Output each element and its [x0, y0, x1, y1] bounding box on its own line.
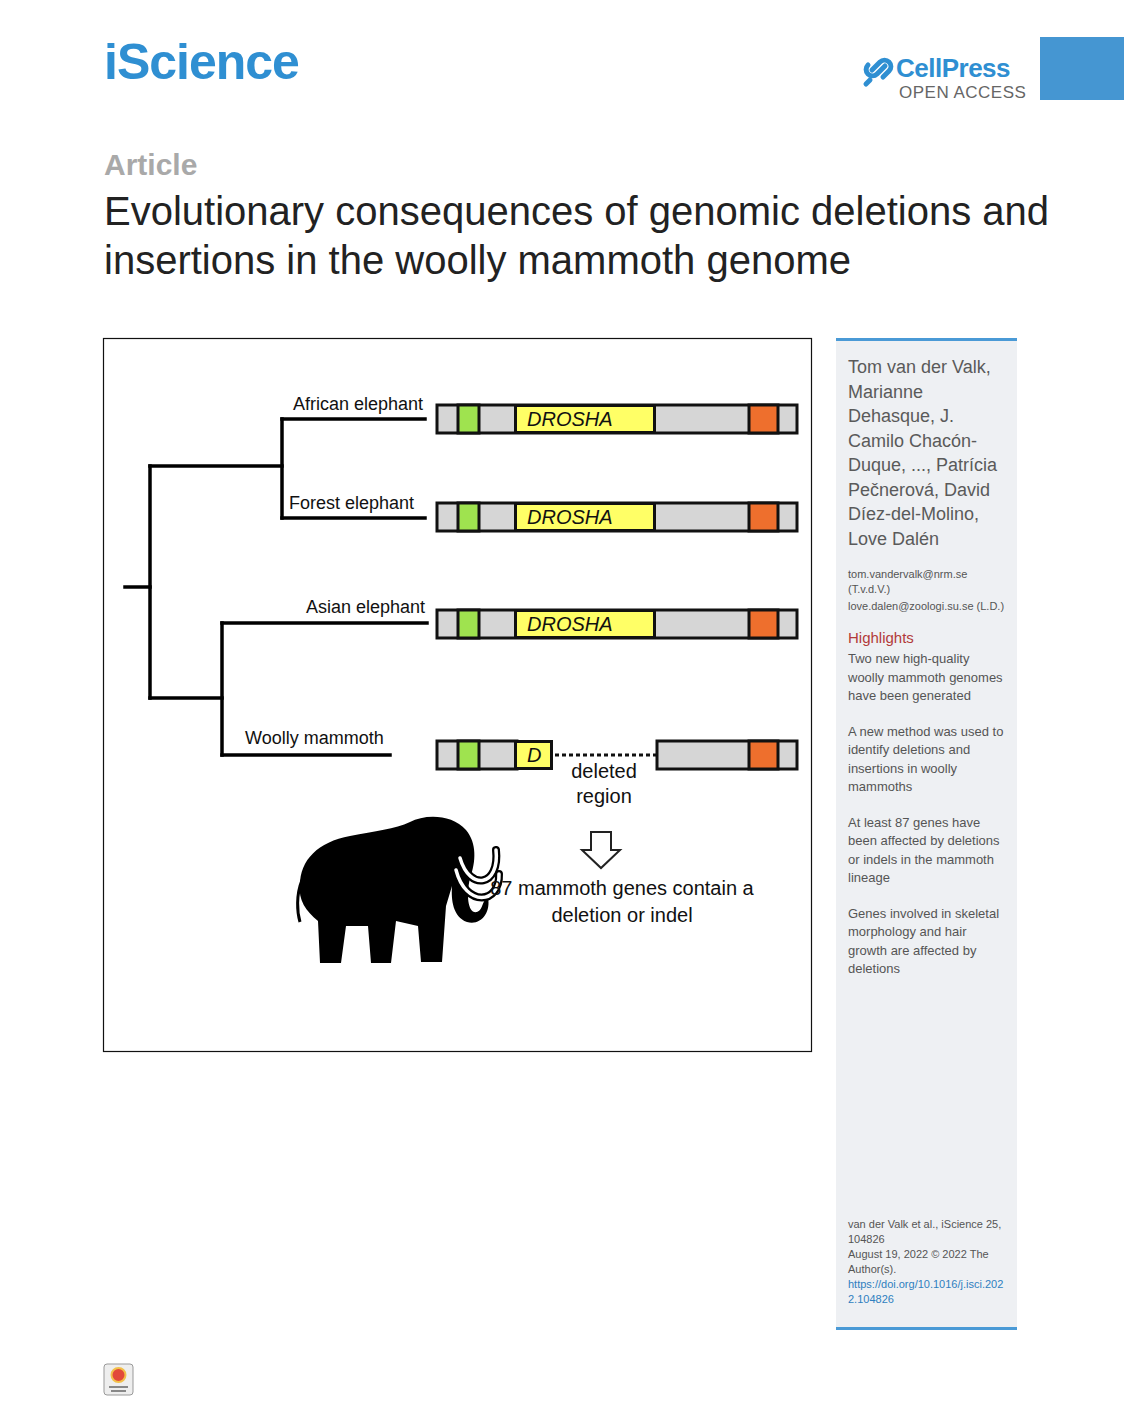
species-label: Asian elephant: [245, 596, 425, 618]
gene-bars: [437, 405, 797, 769]
species-label: Woolly mammoth: [245, 727, 384, 749]
badge-line: [111, 1390, 126, 1392]
contact-email: love.dalen@zoologi.su.se (L.D.): [848, 599, 1009, 614]
green-exon: [458, 741, 479, 769]
gene-box: DROSHA: [514, 502, 656, 532]
citation: van der Valk et al., iScience 25, 104826: [848, 1217, 1009, 1247]
highlight-item: Two new high-quality woolly mammoth geno…: [848, 650, 1009, 706]
gene-name: DROSHA: [521, 408, 613, 430]
check-updates-badge: [104, 1364, 133, 1395]
badge-box: [104, 1364, 133, 1395]
gene-box: DROSHA: [514, 609, 656, 639]
deletion-label: deleted region: [544, 759, 664, 809]
abstract-frame: [104, 339, 812, 1052]
mammoth-tusk: [460, 850, 496, 881]
tree-branch: [222, 753, 390, 757]
highlight-item: A new method was used to identify deleti…: [848, 723, 1009, 797]
gene-bar: [437, 503, 797, 531]
logo-link: [866, 80, 870, 84]
mammoth-silhouette: [298, 817, 499, 963]
logo-link: [866, 65, 885, 76]
badge-dot: [112, 1368, 126, 1382]
tree-branch: [282, 417, 425, 421]
mammoth-tusk: [460, 850, 496, 881]
green-exon: [458, 610, 479, 638]
cellpress-logo: [866, 60, 891, 84]
tree-branch: [222, 621, 427, 625]
deletion-dashes: [548, 754, 656, 757]
orange-exon: [749, 610, 778, 638]
publisher-name: CellPress: [896, 53, 1010, 84]
down-arrow: [582, 832, 620, 868]
doi-link: https://doi.org/10.1016/j.isci.2022.1048…: [848, 1277, 1009, 1307]
gene-name: D: [521, 744, 541, 766]
gene-name: DROSHA: [521, 506, 613, 528]
tree-branch: [150, 696, 222, 700]
species-label: African elephant: [243, 393, 423, 415]
tree-branch: [148, 466, 152, 698]
result-label: 87 mammoth genes contain a deletion or i…: [477, 875, 767, 929]
tree-branch: [282, 516, 425, 520]
tree-branch: [125, 585, 150, 589]
orange-exon: [749, 741, 778, 769]
article-title: Evolutionary consequences of genomic del…: [104, 187, 1054, 285]
gene-bar: [657, 741, 797, 769]
corner-tab: [1040, 37, 1124, 100]
gene-bar: [437, 405, 797, 433]
badge-line: [109, 1386, 128, 1388]
green-exon: [458, 405, 479, 433]
mammoth-body: [300, 817, 489, 963]
article-type: Article: [104, 147, 197, 183]
access-label: OPEN ACCESS: [899, 83, 1026, 103]
gene-box: DROSHA: [514, 404, 656, 434]
contact-email: tom.vandervalk@nrm.se (T.v.d.V.): [848, 567, 1009, 597]
orange-exon: [749, 503, 778, 531]
mammoth-tail: [298, 880, 302, 922]
highlight-item: Genes involved in skeletal morphology an…: [848, 905, 1009, 979]
tree-branch: [220, 623, 224, 755]
citation-date: August 19, 2022 © 2022 The Author(s).: [848, 1247, 1009, 1277]
tree-branch: [150, 464, 282, 468]
gene-box: D: [514, 740, 553, 770]
tree-branch: [280, 419, 284, 518]
phylogenetic-tree: [125, 419, 427, 755]
summary-panel: Tom van der Valk, Marianne Dehasque, J. …: [836, 338, 1017, 1330]
green-exon: [458, 503, 479, 531]
highlights-heading: Highlights: [848, 628, 1009, 648]
species-label: Forest elephant: [289, 492, 414, 514]
highlight-item: At least 87 genes have been affected by …: [848, 814, 1009, 888]
gene-bar: [437, 741, 517, 769]
journal-name: iScience: [104, 32, 299, 92]
gene-name: DROSHA: [521, 613, 613, 635]
orange-exon: [749, 405, 778, 433]
gene-bar: [437, 610, 797, 638]
author-list: Tom van der Valk, Marianne Dehasque, J. …: [848, 355, 1009, 551]
